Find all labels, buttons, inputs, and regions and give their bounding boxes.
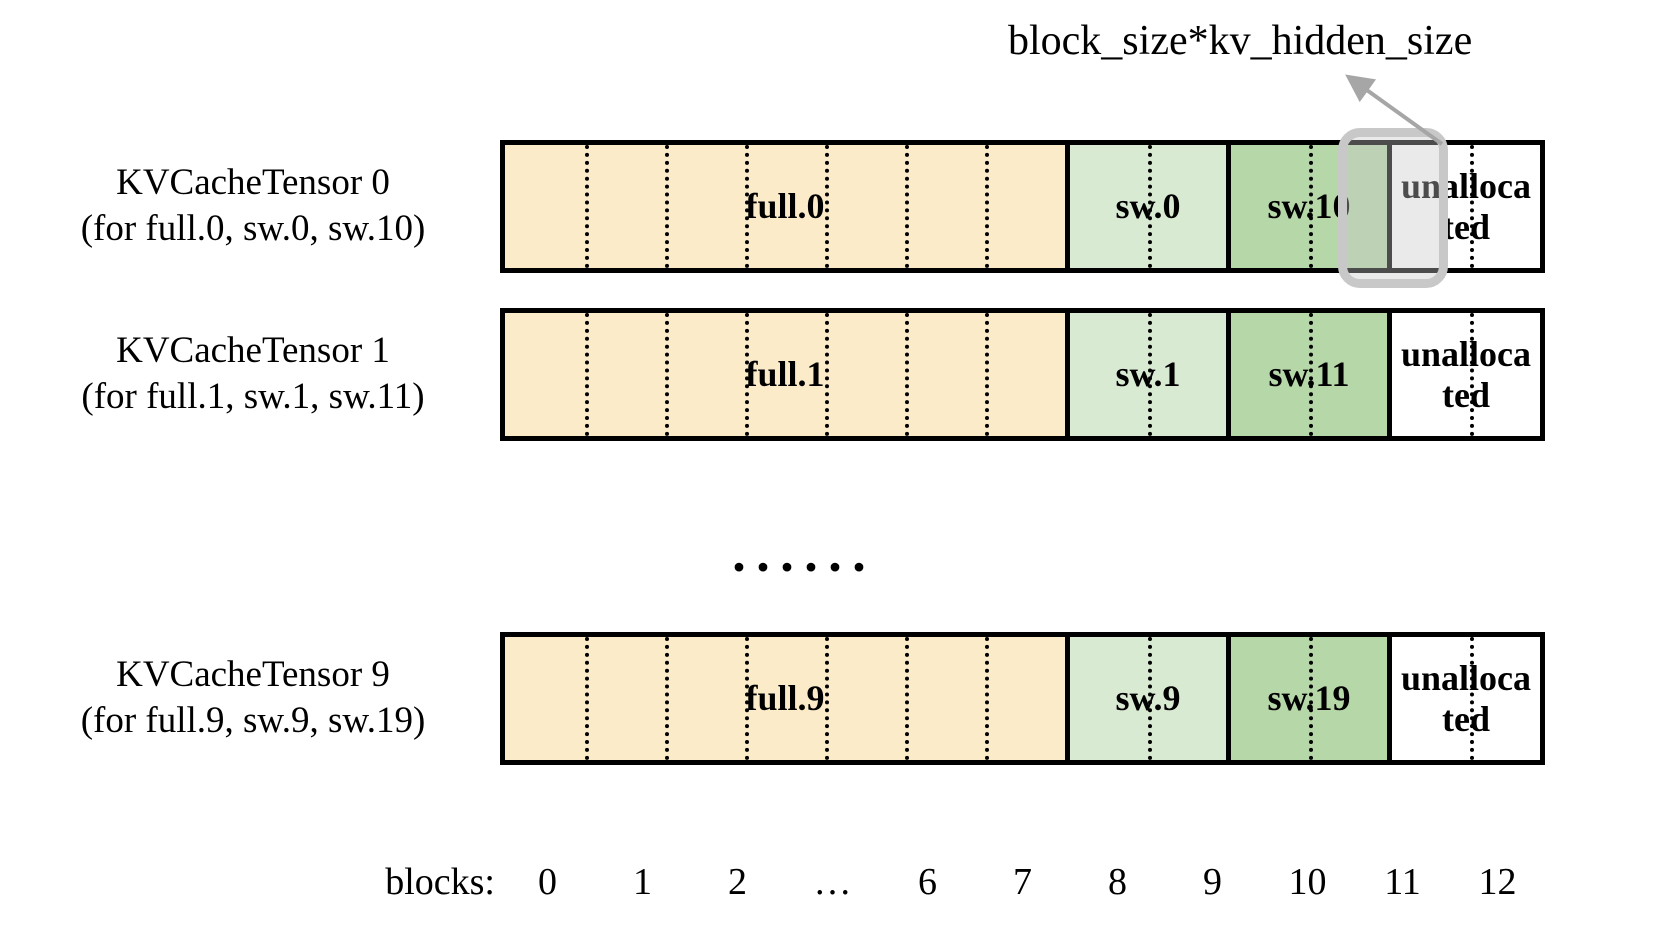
row-label-tensor-0: KVCacheTensor 0 (for full.0, sw.0, sw.10… xyxy=(18,160,488,252)
segment-full-1[interactable]: full.1 xyxy=(505,313,1065,436)
segment-sw-dark-9[interactable]: sw.19 xyxy=(1226,637,1387,760)
block-dividers xyxy=(505,313,1065,436)
tensor-bar-0: full.0 sw.0 sw.10 unalloca ted xyxy=(500,140,1545,273)
tensor-bar-1: full.1 sw.1 sw.11 unalloca ted xyxy=(500,308,1545,441)
segment-unallocated-9[interactable]: unalloca ted xyxy=(1387,637,1540,760)
annotation-arrow-icon xyxy=(1345,74,1444,146)
tensor-bar-9: full.9 sw.9 sw.19 unalloca ted xyxy=(500,632,1545,765)
block-tick: 6 xyxy=(918,861,937,903)
segment-label: full.1 xyxy=(745,354,825,394)
block-tick: 8 xyxy=(1108,861,1127,903)
block-tick: 1 xyxy=(633,861,652,903)
segment-label: full.9 xyxy=(745,678,825,718)
segment-label: sw.19 xyxy=(1267,678,1351,718)
block-tick: … xyxy=(813,861,852,903)
blocks-axis: blocks: 0 1 2 … 6 7 8 9 10 11 12 xyxy=(0,858,1676,918)
segment-full-0[interactable]: full.0 xyxy=(505,145,1065,268)
segment-label: sw.9 xyxy=(1115,678,1181,718)
segment-label: unalloca ted xyxy=(1400,333,1532,415)
segment-sw-light-9[interactable]: sw.9 xyxy=(1065,637,1226,760)
row-label-line1: KVCacheTensor 0 xyxy=(116,162,390,203)
segment-unallocated-0[interactable]: unalloca ted xyxy=(1387,145,1540,268)
block-tick: 9 xyxy=(1203,861,1222,903)
block-tick: 2 xyxy=(728,861,747,903)
row-label-line2: (for full.0, sw.0, sw.10) xyxy=(80,208,426,249)
block-dividers xyxy=(1392,313,1540,436)
row-label-tensor-9: KVCacheTensor 9 (for full.9, sw.9, sw.19… xyxy=(18,652,488,744)
block-dividers xyxy=(1070,637,1226,760)
segment-label: unalloca ted xyxy=(1400,165,1532,247)
block-dividers xyxy=(1070,145,1226,268)
block-tick: 10 xyxy=(1288,861,1327,903)
block-tick: 0 xyxy=(538,861,557,903)
row-label-line1: KVCacheTensor 9 xyxy=(116,654,390,695)
block-tick: 12 xyxy=(1478,861,1517,903)
annotation-block-size-label: block_size*kv_hidden_size xyxy=(1008,18,1473,64)
segment-sw-light-1[interactable]: sw.1 xyxy=(1065,313,1226,436)
row-label-tensor-1: KVCacheTensor 1 (for full.1, sw.1, sw.11… xyxy=(18,328,488,420)
row-label-line1: KVCacheTensor 1 xyxy=(116,330,390,371)
segment-label: full.0 xyxy=(745,186,825,226)
segment-label: sw.11 xyxy=(1268,354,1350,394)
block-dividers xyxy=(1231,145,1387,268)
segment-label: unalloca ted xyxy=(1400,657,1532,739)
segment-full-9[interactable]: full.9 xyxy=(505,637,1065,760)
block-dividers xyxy=(505,145,1065,268)
block-dividers xyxy=(505,637,1065,760)
segment-unallocated-1[interactable]: unalloca ted xyxy=(1387,313,1540,436)
blocks-tick-row: 0 1 2 … 6 7 8 9 10 11 12 xyxy=(500,858,1545,910)
block-dividers xyxy=(1231,637,1387,760)
segment-sw-light-0[interactable]: sw.0 xyxy=(1065,145,1226,268)
block-dividers xyxy=(1392,145,1540,268)
row-label-line2: (for full.9, sw.9, sw.19) xyxy=(80,700,426,741)
block-dividers xyxy=(1231,313,1387,436)
segment-sw-dark-0[interactable]: sw.10 xyxy=(1226,145,1387,268)
blocks-axis-title: blocks: xyxy=(385,861,495,903)
rows-ellipsis: ······ xyxy=(730,537,875,597)
block-dividers xyxy=(1070,313,1226,436)
block-tick: 7 xyxy=(1013,861,1032,903)
segment-label: sw.10 xyxy=(1267,186,1351,226)
segment-label: sw.1 xyxy=(1115,354,1181,394)
segment-sw-dark-1[interactable]: sw.11 xyxy=(1226,313,1387,436)
row-label-line2: (for full.1, sw.1, sw.11) xyxy=(81,376,425,417)
segment-label: sw.0 xyxy=(1115,186,1181,226)
block-dividers xyxy=(1392,637,1540,760)
block-tick: 11 xyxy=(1384,861,1421,903)
